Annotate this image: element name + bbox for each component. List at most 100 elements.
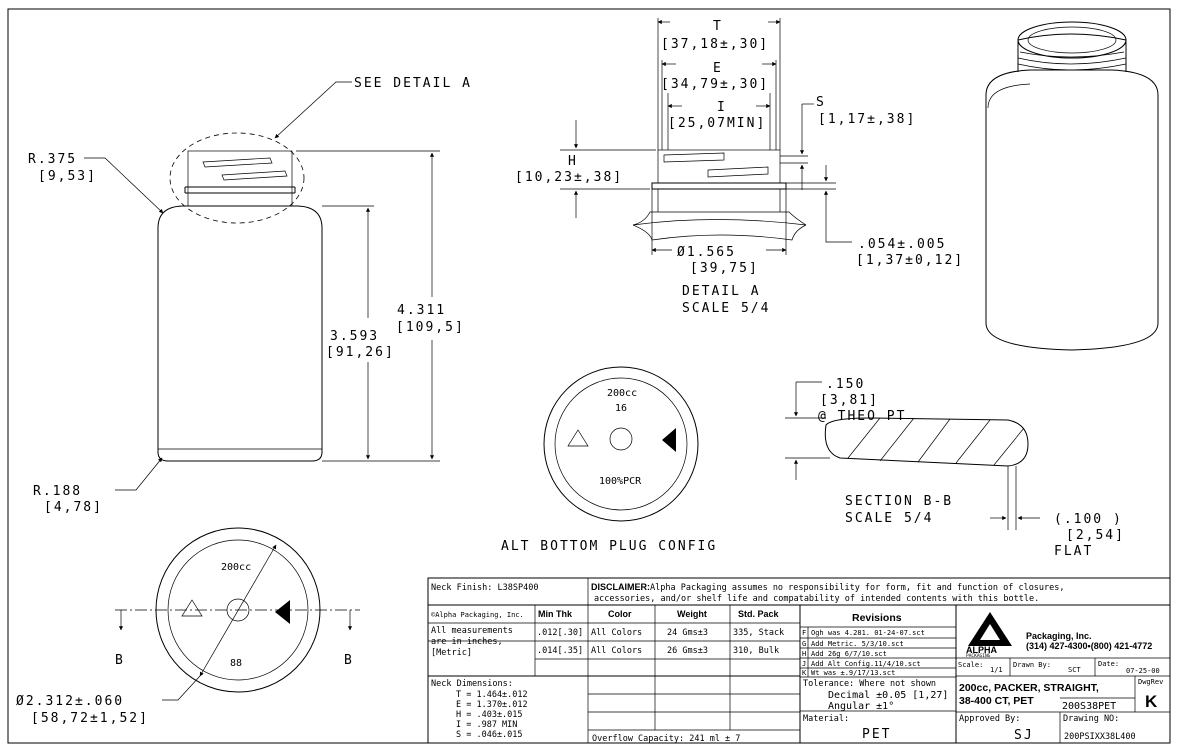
col-color: Color	[608, 609, 632, 619]
height-3593-metric: [91,26]	[326, 345, 395, 360]
bottle-bottom-view	[115, 527, 360, 701]
measurements-line-2: are in inches,	[431, 637, 503, 647]
description-line-2: 38-400 CT, PET	[959, 695, 1034, 707]
scale-value: 1/1	[990, 666, 1003, 674]
dim-054-metric: [1,37±0,12]	[856, 253, 964, 268]
radius-188-label: R.188	[33, 484, 82, 499]
neck-dim-i: I = .987 MIN	[456, 720, 517, 730]
date-value: 07-25-00	[1126, 667, 1160, 675]
measurements-line-1: All measurements	[431, 626, 513, 636]
rev-j-text: Add Alt Config.11/4/10.sct	[811, 660, 921, 668]
rev-h-text: Add 26g 6/7/10.sct	[811, 650, 887, 658]
alpha-logo-subtext: PACKAGING	[966, 653, 991, 659]
radius-375-label: R.375	[28, 152, 77, 167]
section-title: SECTION B-B	[845, 494, 953, 509]
rev-k-text: Wt was ±.9/17/13.sct	[811, 669, 895, 677]
alt-plug-caption: ALT BOTTOM PLUG CONFIG	[501, 539, 717, 554]
rev-h-letter: H	[802, 650, 806, 658]
neck-dim-h: H = .403±.015	[456, 710, 523, 720]
row2-min-thk: .014[.35]	[537, 646, 583, 656]
description-line-1: 200cc, PACKER, STRAIGHT,	[959, 682, 1099, 694]
part-number: 200S38PET	[1062, 701, 1116, 712]
rev-g-text: Add Metric. 5/3/10.sct	[811, 640, 904, 648]
drawing-number-label: Drawing NO:	[1063, 714, 1119, 724]
disclaimer-line-1: Alpha Packaging assumes no responsibilit…	[650, 583, 1065, 593]
row1-weight: 24 Gms±3	[667, 628, 708, 638]
diameter-metric: [58,72±1,52]	[31, 711, 149, 726]
rev-j-letter: J	[802, 660, 806, 668]
alt-bottom-plug-view	[543, 366, 699, 522]
measurements-line-3: [Metric]	[431, 648, 472, 658]
section-b-right-label: B	[344, 653, 354, 668]
dim-150-metric: [3,81]	[820, 393, 879, 408]
tolerance-line-3: Angular ±1°	[828, 701, 894, 712]
row1-min-thk: .012[.30]	[537, 628, 583, 638]
section-scale: SCALE 5/4	[845, 511, 933, 526]
radius-188-metric: [4,78]	[44, 500, 103, 515]
detail-a-view	[560, 18, 852, 255]
drawn-by-label: Drawn By:	[1013, 661, 1051, 669]
dim-s-value: [1,17±,38]	[818, 112, 916, 127]
dim-t-label: T	[713, 19, 723, 34]
alt-pcr-label: 100%PCR	[599, 476, 642, 487]
flat-label: FLAT	[1054, 544, 1093, 559]
height-4311-metric: [109,5]	[396, 320, 465, 335]
theo-pt-label: @ THEO PT	[818, 409, 906, 424]
row1-pack: 335, Stack	[733, 628, 784, 638]
alpha-logo	[968, 612, 1012, 646]
radius-375-metric: [9,53]	[38, 169, 97, 184]
drawn-by-value: SCT	[1068, 666, 1081, 674]
company-phone: (314) 427-4300•(800) 421-4772	[1026, 641, 1152, 651]
date-label: Date:	[1098, 660, 1119, 668]
dim-150-label: .150	[826, 377, 865, 392]
overflow-capacity: Overflow Capacity: 241 ml ± 7	[592, 734, 740, 744]
neck-dim-t: T = 1.464±.012	[456, 690, 528, 700]
row2-color: All Colors	[591, 646, 642, 656]
disclaimer-heading: DISCLAIMER:	[591, 582, 650, 592]
row2-weight: 26 Gms±3	[667, 646, 708, 656]
dim-i-label: I	[717, 100, 727, 115]
bottle-front-view	[157, 132, 323, 462]
rev-f-letter: F	[802, 629, 806, 637]
neck-finish: Neck Finish: L38SP400	[431, 583, 538, 593]
dim-100-label: (.100 )	[1054, 512, 1123, 527]
dwg-rev-label: DwgRev	[1138, 678, 1163, 686]
see-detail-label: SEE DETAIL A	[354, 76, 472, 91]
detail-a-scale: SCALE 5/4	[682, 301, 770, 316]
diameter-label: Ø2.312±.060	[16, 694, 124, 709]
dim-h-label: H	[568, 154, 578, 169]
title-block	[427, 577, 1171, 744]
dim-1565-metric: [39,75]	[690, 261, 759, 276]
dim-1565-label: Ø1.565	[677, 245, 736, 260]
scale-label: Scale:	[958, 661, 983, 669]
neck-dim-s: S = .046±.015	[456, 730, 523, 740]
tolerance-line-1: Tolerance: Where not shown	[803, 679, 936, 689]
alt-200cc-label: 200cc	[607, 388, 637, 399]
alpha-logo-text: ALPHA	[966, 645, 997, 655]
tolerance-line-2: Decimal ±0.05 [1,27]	[828, 690, 948, 701]
drawing-number-value: 200PSIXX38L400	[1064, 732, 1136, 742]
company-name: Packaging, Inc.	[1026, 631, 1092, 641]
dim-i-value: [25,07MIN]	[668, 116, 766, 131]
dim-h-value: [10,23±,38]	[515, 170, 623, 185]
dim-e-value: [34,79±,30]	[661, 77, 769, 92]
disclaimer-line-2: accessories, and/or shelf life and compa…	[594, 594, 1039, 604]
height-3593-label: 3.593	[330, 329, 379, 344]
dwg-rev-value: K	[1145, 692, 1158, 711]
dim-054-label: .054±.005	[858, 237, 946, 252]
row1-color: All Colors	[591, 628, 642, 638]
bottom-200cc-label: 200cc	[221, 562, 251, 573]
approved-by-label: Approved By:	[959, 714, 1020, 724]
dim-s-label: S	[816, 95, 826, 110]
revisions-heading: Revisions	[852, 612, 902, 624]
rev-k-letter: K	[802, 669, 807, 677]
detail-a-circle	[169, 132, 305, 224]
rev-f-text: Ogh was 4.281. 01-24-07.sct	[811, 629, 925, 637]
material-label: Material:	[803, 714, 849, 724]
section-b-left-label: B	[115, 653, 125, 668]
bottle-isometric-view	[985, 21, 1159, 351]
detail-a-title: DETAIL A	[682, 284, 761, 299]
col-std-pack: Std. Pack	[738, 609, 780, 619]
rev-g-letter: G	[802, 640, 806, 648]
